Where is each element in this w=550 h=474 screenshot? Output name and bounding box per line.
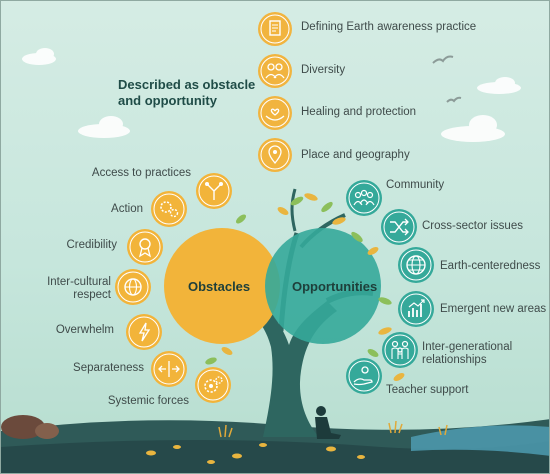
opportunity-label-intergenerational: Inter-generational relationships: [422, 341, 512, 367]
split-arrows-icon: [151, 351, 187, 387]
cloud-mid-left: [78, 116, 130, 138]
described-label-diversity: Diversity: [301, 64, 346, 76]
family-icon: [382, 332, 418, 368]
obstacle-label-intercultural: Inter-cultural respect: [47, 276, 111, 302]
shuffle-icon: [381, 209, 417, 245]
obstacle-label-separateness: Separateness: [73, 362, 144, 374]
opportunity-label-emergent: Emergent new areas: [440, 303, 547, 315]
opportunity-label-cross-sector: Cross-sector issues: [422, 220, 523, 232]
ground-leaves: [146, 443, 365, 464]
obstacle-label-action: Action: [111, 203, 143, 215]
described-label-healing: Healing and protection: [301, 106, 417, 118]
opportunity-label-teacher-support: Teacher support: [386, 384, 469, 396]
obstacle-label-access: Access to practices: [91, 167, 191, 179]
bird-1: [432, 55, 454, 64]
obstacles-circle: [164, 228, 280, 344]
obstacle-label-intercultural-line2: respect: [73, 289, 111, 302]
heading-line-2: and opportunity: [118, 92, 217, 108]
globe-icon: [398, 247, 434, 283]
cloud-left: [22, 48, 56, 65]
map-pin-icon: [258, 138, 292, 172]
grass: [218, 420, 448, 438]
branching-path-icon: [196, 173, 232, 209]
opportunity-label-intergenerational-line2: relationships: [422, 354, 487, 367]
cloud-right: [441, 115, 505, 142]
obstacle-label-intercultural-line1: Inter-cultural: [47, 276, 111, 288]
opportunity-label-community: Community: [386, 179, 445, 191]
gears-icon: [151, 191, 187, 227]
globe-network-icon: [115, 269, 151, 305]
obstacle-label-credibility: Credibility: [66, 239, 118, 251]
person-silhouette: [315, 406, 341, 439]
tree-leaves: [205, 193, 405, 381]
community-icon: [346, 180, 382, 216]
bird-2: [446, 96, 462, 103]
diagram-heading: Described as obstacle and opportunity: [118, 77, 255, 108]
cloud-right-top: [477, 77, 521, 94]
growth-chart-icon: [398, 291, 434, 327]
helping-hand-icon: [346, 358, 382, 394]
opportunities-circle: [265, 228, 381, 344]
opportunity-label-intergenerational-line1: Inter-generational: [422, 341, 513, 353]
obstacle-label-systemic: Systemic forces: [107, 395, 189, 407]
award-ribbon-icon: [127, 229, 163, 265]
people-diversity-icon: [258, 54, 292, 88]
obstacle-label-overwhelm: Overwhelm: [55, 324, 114, 336]
lightning-head-icon: [126, 314, 162, 350]
described-label-defining: Defining Earth awareness practice: [301, 21, 477, 33]
described-label-place: Place and geography: [301, 149, 410, 161]
hands-heart-icon: [258, 96, 292, 130]
opportunity-label-earth-centeredness: Earth-centeredness: [440, 260, 541, 272]
heading-line-1: Described as obstacle: [118, 77, 256, 92]
cogs-icon: [195, 367, 231, 403]
obstacles-title: Obstacles: [188, 279, 251, 294]
opportunities-title: Opportunities: [292, 279, 378, 294]
document-pencil-icon: [258, 12, 292, 46]
tree-trunk: [253, 301, 337, 437]
rock: [1, 415, 45, 439]
